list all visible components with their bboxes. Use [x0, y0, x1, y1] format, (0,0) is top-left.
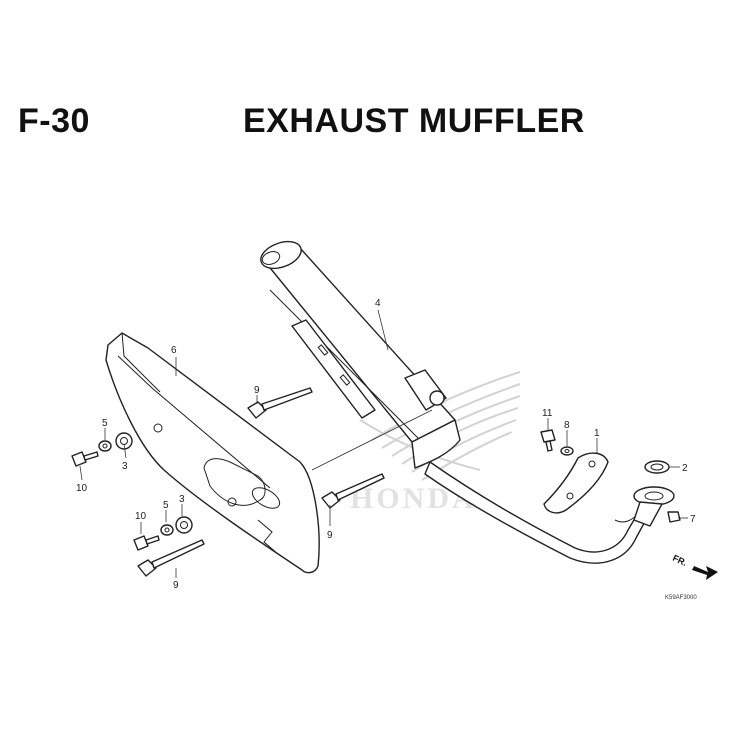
- reference-code: K59AF3000: [665, 595, 697, 601]
- front-arrow-icon: [692, 566, 718, 580]
- callout-5-lower: 5: [163, 500, 169, 511]
- part-10-bolt-upper: [71, 451, 99, 467]
- callout-3-upper: 3: [122, 461, 128, 472]
- callout-6: 6: [171, 345, 177, 356]
- callout-11: 11: [542, 408, 553, 419]
- part-9-bolt-middle: [321, 473, 385, 509]
- callout-5-upper: 5: [102, 418, 108, 429]
- callout-10-upper: 10: [76, 483, 88, 494]
- callout-7: 7: [690, 514, 696, 525]
- front-direction-marker: FR.: [671, 553, 718, 580]
- front-marker-label: FR.: [671, 553, 688, 568]
- exhaust-flange: [633, 486, 675, 527]
- callout-2: 2: [682, 463, 688, 474]
- callout-numbers: 4 6 9 5 3 10 9 5 3 10 9 11 8 1 2 7: [76, 298, 696, 591]
- part-5-washer-upper: [98, 440, 112, 452]
- callout-1: 1: [594, 428, 600, 439]
- part-8-washer: [560, 446, 574, 456]
- callout-3-lower: 3: [179, 494, 185, 505]
- part-10-bolt-lower: [133, 535, 160, 551]
- part-3-collar-lower: [175, 516, 193, 534]
- diagram-title: EXHAUST MUFFLER: [243, 102, 585, 140]
- callout-8: 8: [564, 420, 570, 431]
- part-2-gasket: [644, 460, 670, 474]
- leader-lines: [79, 309, 688, 578]
- callout-9-upper: 9: [254, 385, 260, 396]
- part-9-bolt-upper: [247, 387, 313, 419]
- part-4-muffler: [260, 240, 649, 564]
- section-code: F-30: [18, 102, 90, 140]
- part-11-bolt: [540, 429, 556, 452]
- part-1-pipe-protector: [543, 452, 609, 514]
- callout-4: 4: [375, 298, 381, 309]
- part-6-muffler-protector: [105, 332, 320, 574]
- part-9-bolt-lower: [137, 539, 205, 577]
- callout-9-middle: 9: [327, 530, 333, 541]
- part-7-nut: [667, 511, 681, 523]
- part-3-collar-upper: [115, 432, 133, 450]
- part-5-washer-lower: [160, 524, 174, 536]
- callout-9-lower: 9: [173, 580, 179, 591]
- callout-10-lower: 10: [135, 511, 147, 522]
